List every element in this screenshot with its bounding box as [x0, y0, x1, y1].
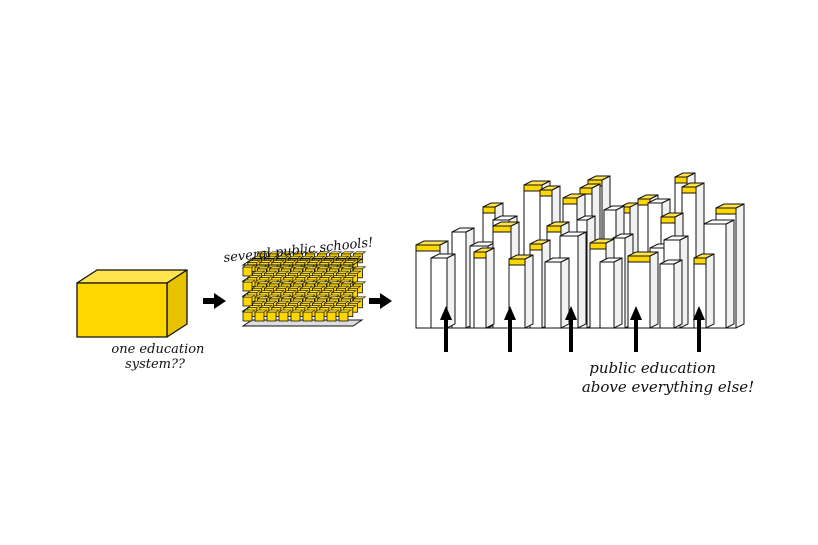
- school-tower: [544, 257, 570, 329]
- yellow-cap: [589, 242, 607, 250]
- school-tower: [473, 247, 495, 329]
- label-public-education-above-everything-else: public education above everything else!: [582, 359, 754, 396]
- school-cube: [254, 309, 268, 322]
- yellow-cap: [539, 189, 553, 197]
- school-cube: [266, 309, 280, 322]
- school-cube: [242, 279, 256, 292]
- yellow-cap: [693, 257, 707, 265]
- roof-outline: [241, 258, 364, 266]
- school-cube: [242, 309, 256, 322]
- yellow-cap: [660, 216, 676, 224]
- school-cube: [314, 309, 328, 322]
- up-arrow-icon: [565, 306, 577, 352]
- yellow-cap: [681, 186, 697, 194]
- yellow-cap: [508, 258, 526, 266]
- school-cube: [302, 309, 316, 322]
- single-education-block: [76, 269, 188, 338]
- yellow-cap: [627, 255, 651, 263]
- school-tower: [508, 254, 534, 329]
- yellow-cap: [546, 225, 562, 233]
- yellow-cap: [523, 184, 543, 192]
- school-tower: [430, 253, 456, 329]
- right-arrow-icon: [369, 293, 392, 309]
- public-schools-grid: [241, 251, 367, 327]
- school-tower: [693, 253, 715, 329]
- public-education-towers: [415, 172, 745, 329]
- yellow-cap: [415, 244, 441, 252]
- school-cube: [338, 309, 352, 322]
- up-arrow-icon: [630, 306, 642, 352]
- yellow-cap: [473, 251, 487, 259]
- yellow-cap: [674, 176, 688, 184]
- yellow-cap: [492, 225, 512, 233]
- yellow-cap: [529, 243, 543, 251]
- right-arrow-icon: [203, 293, 226, 309]
- school-tower: [659, 259, 683, 329]
- label-one-education-system: one education system??: [111, 342, 208, 372]
- school-cube: [326, 309, 340, 322]
- up-arrow-icon: [440, 306, 452, 352]
- up-arrow-icon: [504, 306, 516, 352]
- school-tower: [599, 257, 623, 329]
- school-cube: [290, 309, 304, 322]
- school-cube: [278, 309, 292, 322]
- floor-slab: [241, 319, 364, 327]
- up-arrows: [440, 306, 705, 352]
- yellow-cap: [562, 197, 578, 205]
- school-cube: [242, 294, 256, 307]
- up-arrow-icon: [693, 306, 705, 352]
- yellow-cap: [579, 187, 593, 195]
- school-tower: [627, 251, 659, 329]
- yellow-cap: [715, 207, 737, 215]
- yellow-cap: [482, 206, 496, 214]
- school-tower: [703, 219, 735, 329]
